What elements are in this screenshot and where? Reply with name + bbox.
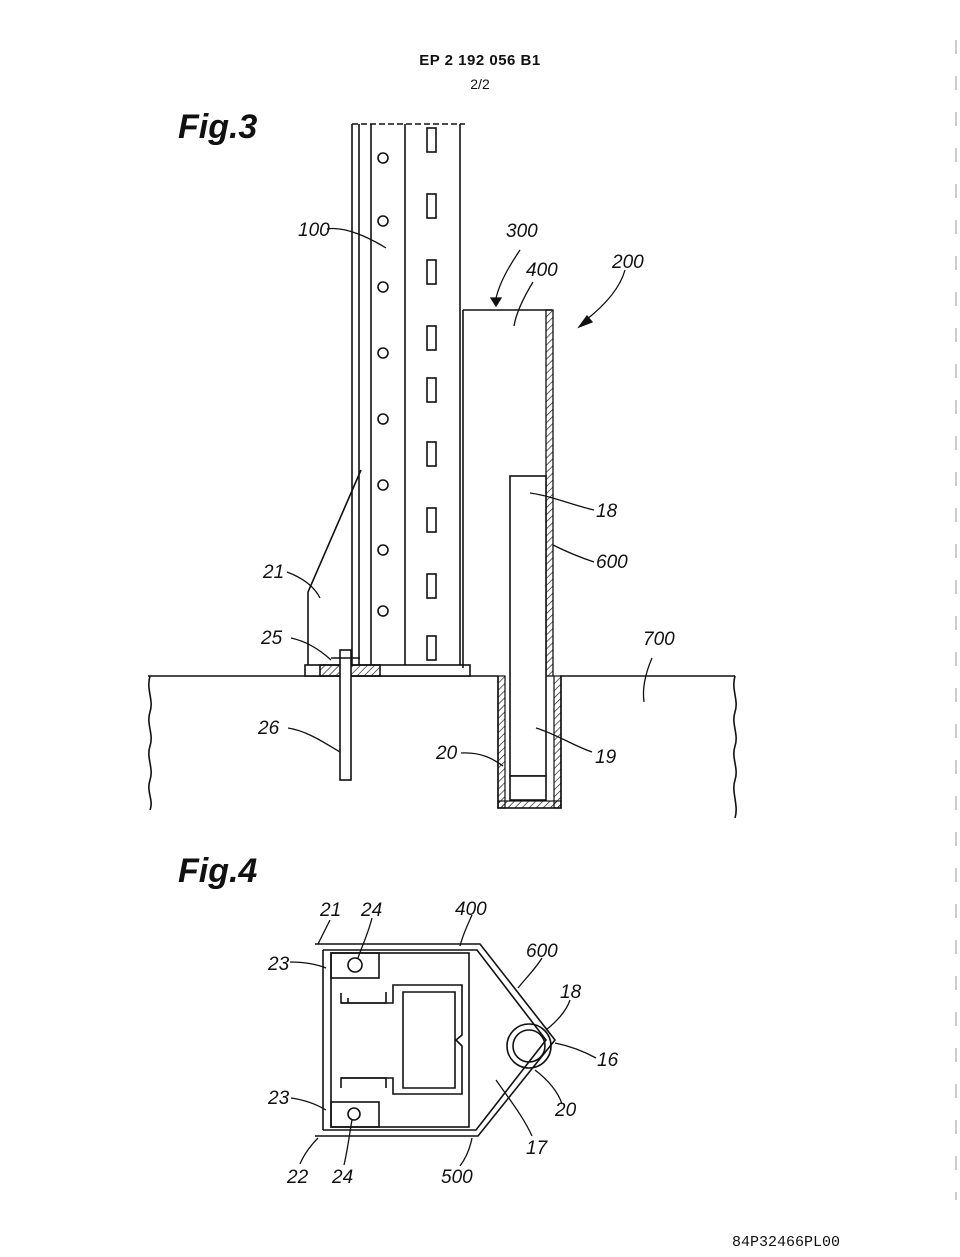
anchor-bolt-26 xyxy=(331,649,360,781)
guard-plan-outline xyxy=(315,943,557,1137)
label-17: 17 xyxy=(526,1138,549,1159)
label-400: 400 xyxy=(455,899,487,920)
upright-100 xyxy=(351,123,465,668)
fig4-labels: 21 24 400 600 23 18 16 23 20 17 22 24 50… xyxy=(267,899,619,1188)
guard-body xyxy=(462,309,554,677)
label-200: 200 xyxy=(611,252,644,273)
label-21: 21 xyxy=(262,562,284,583)
label-25: 25 xyxy=(260,628,283,649)
sheet-number: 2/2 xyxy=(470,76,490,92)
insert-18-section xyxy=(506,1023,552,1069)
label-18: 18 xyxy=(596,501,618,522)
insert-18 xyxy=(509,475,547,777)
socket-20 xyxy=(497,675,562,809)
label-19: 19 xyxy=(595,747,617,768)
label-100: 100 xyxy=(298,220,330,241)
label-500: 500 xyxy=(441,1167,473,1188)
fig4-leaders xyxy=(289,914,597,1167)
fig3-leaders xyxy=(286,227,653,767)
figure-4 xyxy=(289,914,597,1167)
label-20: 20 xyxy=(554,1100,577,1121)
label-400: 400 xyxy=(526,260,558,281)
label-23: 23 xyxy=(267,1088,290,1109)
figure-3 xyxy=(148,123,737,819)
label-24: 24 xyxy=(331,1167,353,1188)
figure-3-title: Fig.3 xyxy=(178,108,258,146)
label-600: 600 xyxy=(596,552,628,573)
publication-number: EP 2 192 056 B1 xyxy=(419,52,541,69)
base-plate xyxy=(304,664,471,677)
upright-section xyxy=(330,952,470,1128)
label-21: 21 xyxy=(319,900,341,921)
label-20: 20 xyxy=(435,743,458,764)
label-16: 16 xyxy=(597,1050,619,1071)
anchor-holes-24 xyxy=(330,952,380,1128)
label-22: 22 xyxy=(286,1167,309,1188)
label-700: 700 xyxy=(643,629,675,650)
figure-4-title: Fig.4 xyxy=(178,852,258,890)
label-18: 18 xyxy=(560,982,582,1003)
label-26: 26 xyxy=(257,718,280,739)
document-id: 84P32466PL00 xyxy=(731,1234,840,1251)
label-24: 24 xyxy=(360,900,382,921)
fig3-labels: 100 300 400 200 18 600 21 25 700 26 20 1… xyxy=(257,220,675,768)
gusset-21 xyxy=(307,469,362,665)
label-600: 600 xyxy=(526,941,558,962)
label-300: 300 xyxy=(506,221,538,242)
label-23: 23 xyxy=(267,954,290,975)
